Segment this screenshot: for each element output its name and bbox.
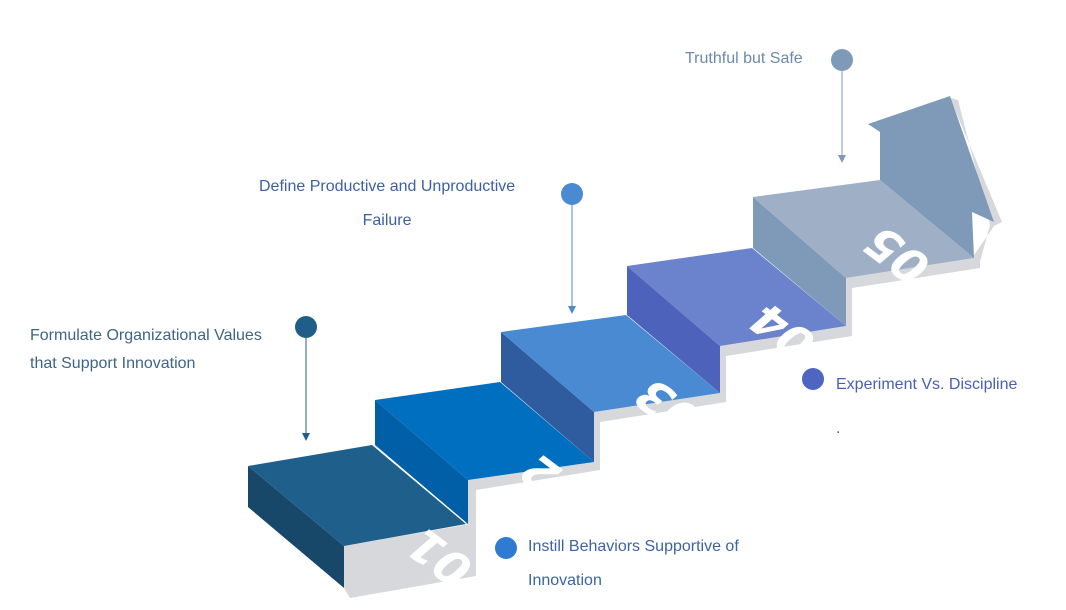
step-2-label-line-2: Innovation	[528, 572, 602, 589]
step-4-top-face	[627, 248, 846, 346]
step-2-riser-face	[375, 400, 468, 524]
step-1-arrow-tip	[302, 433, 310, 441]
shadow-arrow	[950, 98, 1002, 262]
step-5-arrow-tip	[838, 155, 846, 163]
step-3-dot	[561, 183, 583, 205]
step-1-top-face	[248, 445, 466, 546]
step-1-dot	[295, 316, 317, 338]
step-2-label-line-1: Instill Behaviors Supportive of	[528, 538, 739, 555]
shadow-step-5	[846, 258, 980, 331]
arrow-head-shape	[868, 96, 994, 258]
step-1-label: Formulate Organizational Values that Sup…	[30, 322, 262, 378]
step-5-label-line-1: Truthful but Safe	[685, 50, 803, 67]
step-1-side-face	[248, 466, 344, 588]
arrow-head	[868, 96, 994, 258]
shadow-step-2	[466, 462, 600, 528]
step-2-label: Instill Behaviors Supportive of Innovati…	[528, 530, 739, 598]
step-4-label: Experiment Vs. Discipline .	[836, 363, 1017, 451]
step-4-label-line-1: Experiment Vs. Discipline	[836, 376, 1018, 393]
step-3-label-line-1: Define Productive and Unproductive	[259, 178, 516, 195]
step-3-riser-face	[501, 332, 594, 462]
shadow-step-3	[594, 393, 726, 466]
step-5-top-face	[753, 180, 974, 278]
step-3-label-line-2: Failure	[362, 212, 412, 229]
step-4-riser-face	[627, 266, 720, 393]
staircase-faces	[248, 180, 974, 588]
step-4-dot	[802, 368, 824, 390]
step-5-riser-face	[753, 197, 846, 326]
step-2-top-face	[375, 382, 594, 480]
shadow-step-4	[720, 326, 852, 398]
step-1-label-line-1: Formulate Organizational Values	[30, 327, 262, 344]
step-3-label: Define Productive and Unproductive Failu…	[259, 170, 515, 238]
step-3-arrow-tip	[568, 306, 576, 314]
step-1-label-line-2: that Support Innovation	[30, 355, 196, 372]
step-4-label-line-2: .	[836, 420, 841, 437]
step-3-top-face	[501, 315, 720, 412]
step-connectors	[295, 49, 853, 559]
step-2-dot	[495, 537, 517, 559]
shadow-step-1	[344, 524, 476, 598]
step-5-label: Truthful but Safe	[685, 42, 803, 76]
staircase-shadow	[344, 98, 1002, 598]
step-5-dot	[831, 49, 853, 71]
